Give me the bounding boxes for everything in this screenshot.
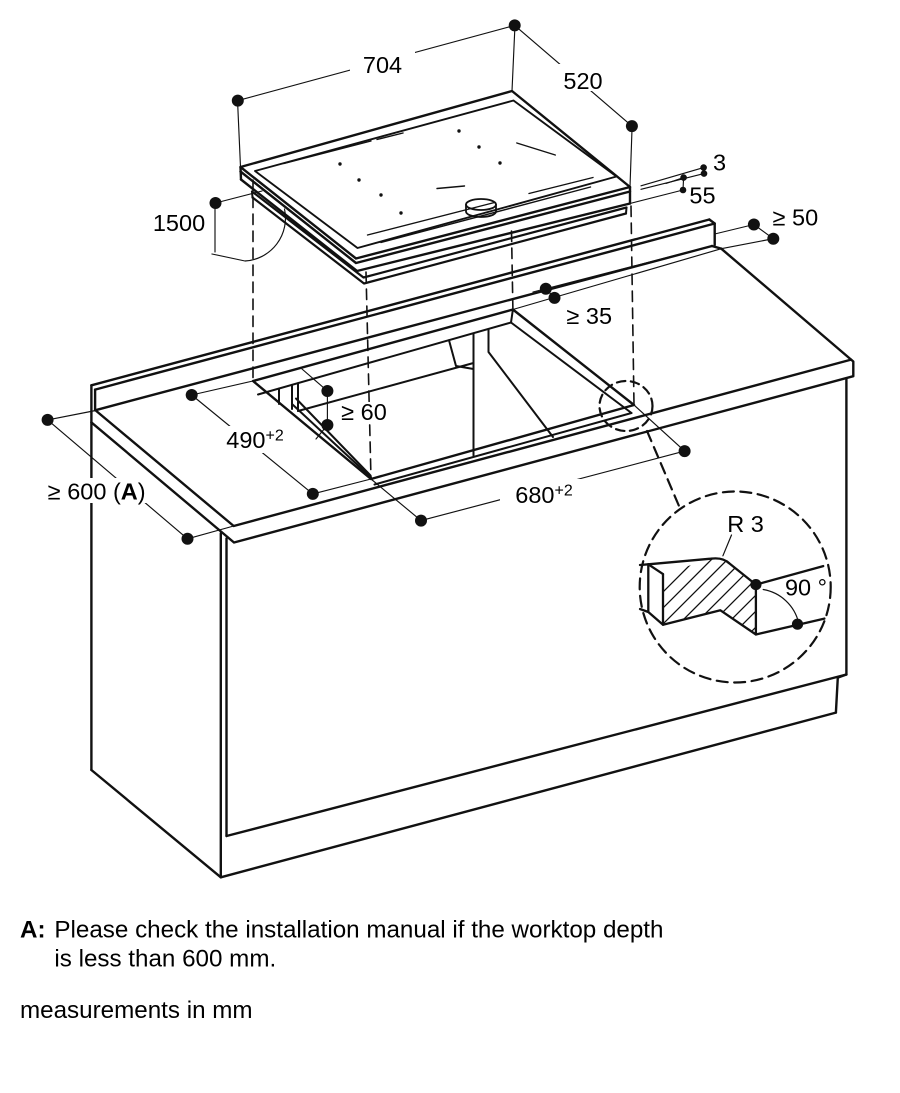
svg-text:is less than 600 mm.: is less than 600 mm. xyxy=(54,946,276,973)
svg-text:1500: 1500 xyxy=(153,210,205,236)
svg-text:520: 520 xyxy=(563,68,602,94)
svg-text:≥ 600 (A): ≥ 600 (A) xyxy=(48,479,146,505)
svg-text:≥ 35: ≥ 35 xyxy=(567,303,613,329)
svg-text:3: 3 xyxy=(713,150,726,176)
svg-text:90 °: 90 ° xyxy=(785,575,827,601)
svg-text:≥ 60: ≥ 60 xyxy=(341,399,387,425)
svg-text:≥ 50: ≥ 50 xyxy=(773,205,819,231)
svg-text:55: 55 xyxy=(689,183,715,209)
svg-text:Please check the installation: Please check the installation manual if … xyxy=(54,917,663,944)
svg-text:R 3: R 3 xyxy=(727,511,764,537)
svg-text:measurements in mm: measurements in mm xyxy=(20,997,253,1024)
svg-text:704: 704 xyxy=(363,52,402,78)
svg-text:A:: A: xyxy=(20,917,46,944)
